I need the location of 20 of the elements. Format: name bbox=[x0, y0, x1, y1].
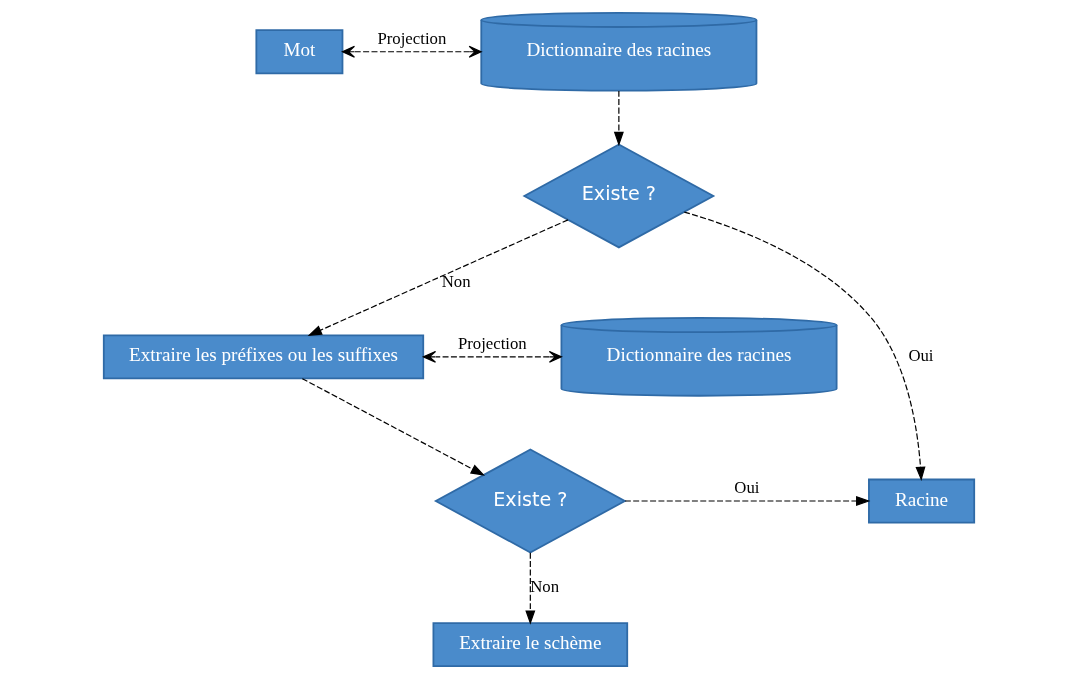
arrow bbox=[301, 378, 485, 476]
arrow bbox=[683, 211, 926, 482]
arrow bbox=[624, 496, 871, 507]
arrow bbox=[613, 90, 624, 147]
edge-label: Non bbox=[441, 272, 471, 292]
edge-label: Oui bbox=[734, 477, 760, 497]
edge-label: Non bbox=[530, 577, 560, 597]
edge-label: Projection bbox=[377, 28, 447, 48]
node-box: Extraire le schème bbox=[432, 622, 629, 668]
edge-label: Oui bbox=[908, 346, 934, 366]
edge-label: Projection bbox=[457, 333, 527, 353]
arrow bbox=[422, 350, 562, 363]
node-diamond: Existe ? bbox=[522, 143, 716, 249]
node-box: Mot bbox=[255, 29, 344, 75]
node-diamond: Existe ? bbox=[433, 448, 627, 554]
arrow bbox=[525, 552, 536, 625]
arrow bbox=[307, 219, 569, 336]
node-box: Racine bbox=[868, 478, 976, 524]
node-box: Extraire les préfixes ou les suffixes bbox=[102, 334, 425, 380]
arrow bbox=[341, 45, 482, 58]
